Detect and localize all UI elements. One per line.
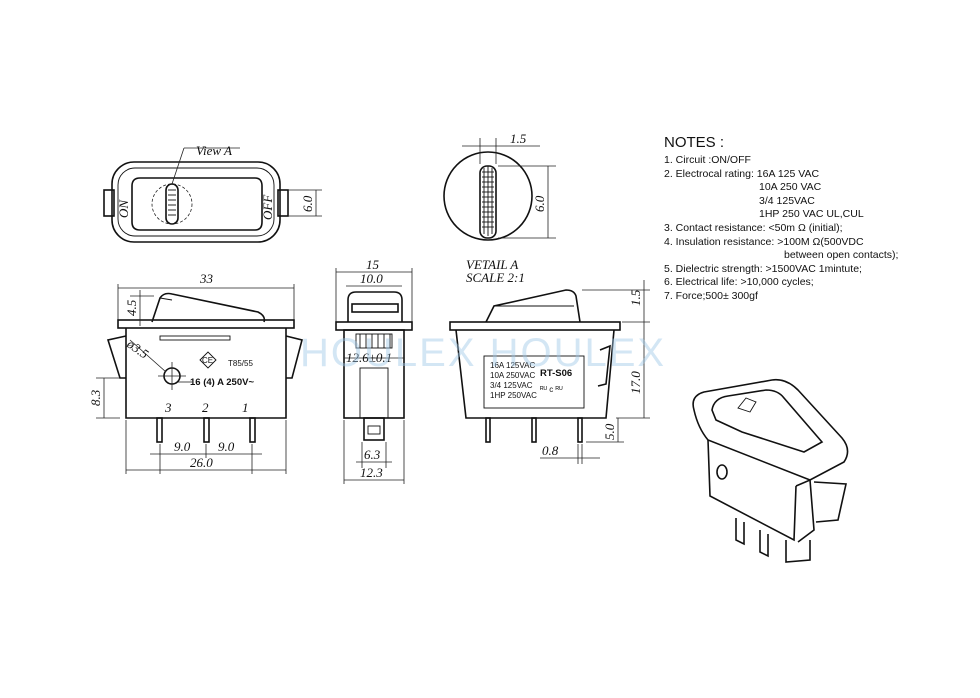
front-left-clip	[106, 335, 127, 379]
pin-label-3: 3	[164, 400, 172, 415]
note-4b: between open contacts);	[784, 249, 899, 262]
off-label: OFF	[260, 194, 275, 220]
front-rating-text: 16 (4) A 250V~	[190, 377, 254, 388]
vetail-label: VETAIL A	[466, 257, 518, 272]
front-pin-1	[249, 417, 256, 443]
dim-1-5-side: 1.5	[628, 289, 643, 306]
iso-pin-c	[785, 540, 811, 563]
note-5: 5. Dielectric strength: >1500VAC 1mintut…	[664, 262, 862, 275]
dim-17-0: 17.0	[628, 371, 643, 394]
end-rocker	[347, 291, 403, 322]
dim-10-0: 10.0	[360, 271, 383, 286]
pin-label-1: 1	[242, 400, 249, 415]
side-rating-1: 10A 250VAC	[490, 371, 535, 380]
front-pin-3	[156, 417, 163, 443]
dim-8-3: 8.3	[88, 389, 103, 406]
detail-circle	[443, 151, 533, 241]
note-2: 2. Electrocal rating: 16A 125 VAC	[664, 167, 820, 180]
note-2b: 10A 250 VAC	[759, 181, 822, 194]
dim-6-3: 6.3	[364, 447, 381, 462]
on-label: ON	[116, 199, 131, 218]
front-rocker	[151, 292, 266, 323]
dim-33: 33	[199, 271, 214, 286]
t85-label: T85/55	[228, 359, 253, 368]
end-bezel	[335, 321, 413, 331]
model-label: RT-S06	[540, 368, 572, 379]
iso-bezel	[692, 378, 849, 481]
top-left-tab	[103, 189, 115, 217]
dim-15: 15	[366, 257, 380, 272]
side-rating-3: 1HP 250VAC	[490, 391, 537, 400]
dim-12-6: 12.6±0.1	[346, 350, 392, 365]
note-2c: 3/4 125VAC	[759, 194, 815, 207]
scale-label: SCALE 2:1	[466, 270, 525, 285]
notes-title: NOTES :	[664, 134, 725, 151]
side-rating-2: 3/4 125VAC	[490, 381, 533, 390]
notes-panel: NOTES : 1. Circuit :ON/OFF 2. Electrocal…	[664, 134, 964, 304]
side-bezel	[449, 321, 621, 331]
note-1: 1. Circuit :ON/OFF	[664, 154, 751, 166]
iso-body-left	[707, 439, 797, 542]
note-7: 7. Force;500± 300gf	[664, 289, 758, 302]
watermark: HOULEX HOULEX	[300, 331, 666, 375]
note-2d: 1HP 250 VAC UL,CUL	[759, 208, 864, 221]
top-right-tab	[277, 189, 289, 217]
note-6: 6. Electrical life: >10,000 cycles;	[664, 276, 814, 289]
pin-label-2: 2	[202, 400, 209, 415]
lens-hatch	[168, 189, 176, 216]
front-view: 33 4.5 ø3.5 16 (4) A 250V~ T85/55 CE 8.3…	[88, 271, 303, 474]
side-pin-b	[531, 417, 537, 443]
iso-pin-b	[759, 530, 769, 558]
note-3: 3. Contact resistance: <50m Ω (initial);	[664, 221, 843, 234]
view-a-label: View A	[196, 143, 232, 158]
end-view: 15 10.0 12.6±0.1 6.3 12.3	[335, 257, 413, 484]
dim-6-0-top: 6.0	[300, 195, 315, 212]
view-a-leader	[171, 147, 185, 185]
dim-6-0-detail: 6.0	[532, 195, 547, 212]
iso-lamp-hole	[716, 464, 728, 480]
iso-clip	[813, 481, 847, 523]
dim-dia-3-5: ø3.5	[123, 336, 151, 362]
side-pin-a	[485, 417, 491, 443]
side-label-plate	[483, 355, 585, 409]
front-bezel	[117, 319, 295, 329]
dim-1-5-top: 1.5	[510, 131, 527, 146]
svg-text:CE: CE	[202, 356, 213, 365]
dim-0-8: 0.8	[542, 443, 559, 458]
top-bezel-outer	[111, 161, 281, 243]
front-pin-2	[203, 417, 210, 443]
front-right-clip	[285, 335, 303, 379]
dim-4-5: 4.5	[124, 299, 139, 316]
ce-mark: CE	[199, 351, 217, 369]
top-view: View A ON OFF 6.0	[103, 143, 322, 243]
side-pin-c	[577, 417, 583, 443]
dim-26-0: 26.0	[190, 455, 213, 470]
dim-9-0-a: 9.0	[174, 439, 191, 454]
ul-mark: ᴿᵁ c ᴿᵁ	[540, 385, 563, 394]
rocker-top	[131, 177, 263, 231]
side-view: 16A 125VAC 10A 250VAC 3/4 125VAC 1HP 250…	[449, 280, 650, 464]
top-bezel-inner	[117, 167, 275, 237]
dim-5-0: 5.0	[602, 423, 617, 440]
side-rating-0: 16A 125VAC	[490, 361, 535, 370]
side-rocker	[485, 289, 581, 323]
iso-rocker	[711, 389, 824, 453]
detail-hatch	[482, 166, 494, 236]
dim-9-0-b: 9.0	[218, 439, 235, 454]
end-pin	[363, 417, 385, 441]
detail-a: 1.5 6.0 VETAIL A SCALE 2:1	[443, 131, 556, 285]
note-4: 4. Insulation resistance: >100M Ω(500VDC	[664, 235, 864, 248]
iso-pin-a	[735, 518, 745, 546]
isometric-view	[692, 378, 849, 563]
dim-12-3: 12.3	[360, 465, 383, 480]
view-a-circle	[151, 183, 193, 225]
